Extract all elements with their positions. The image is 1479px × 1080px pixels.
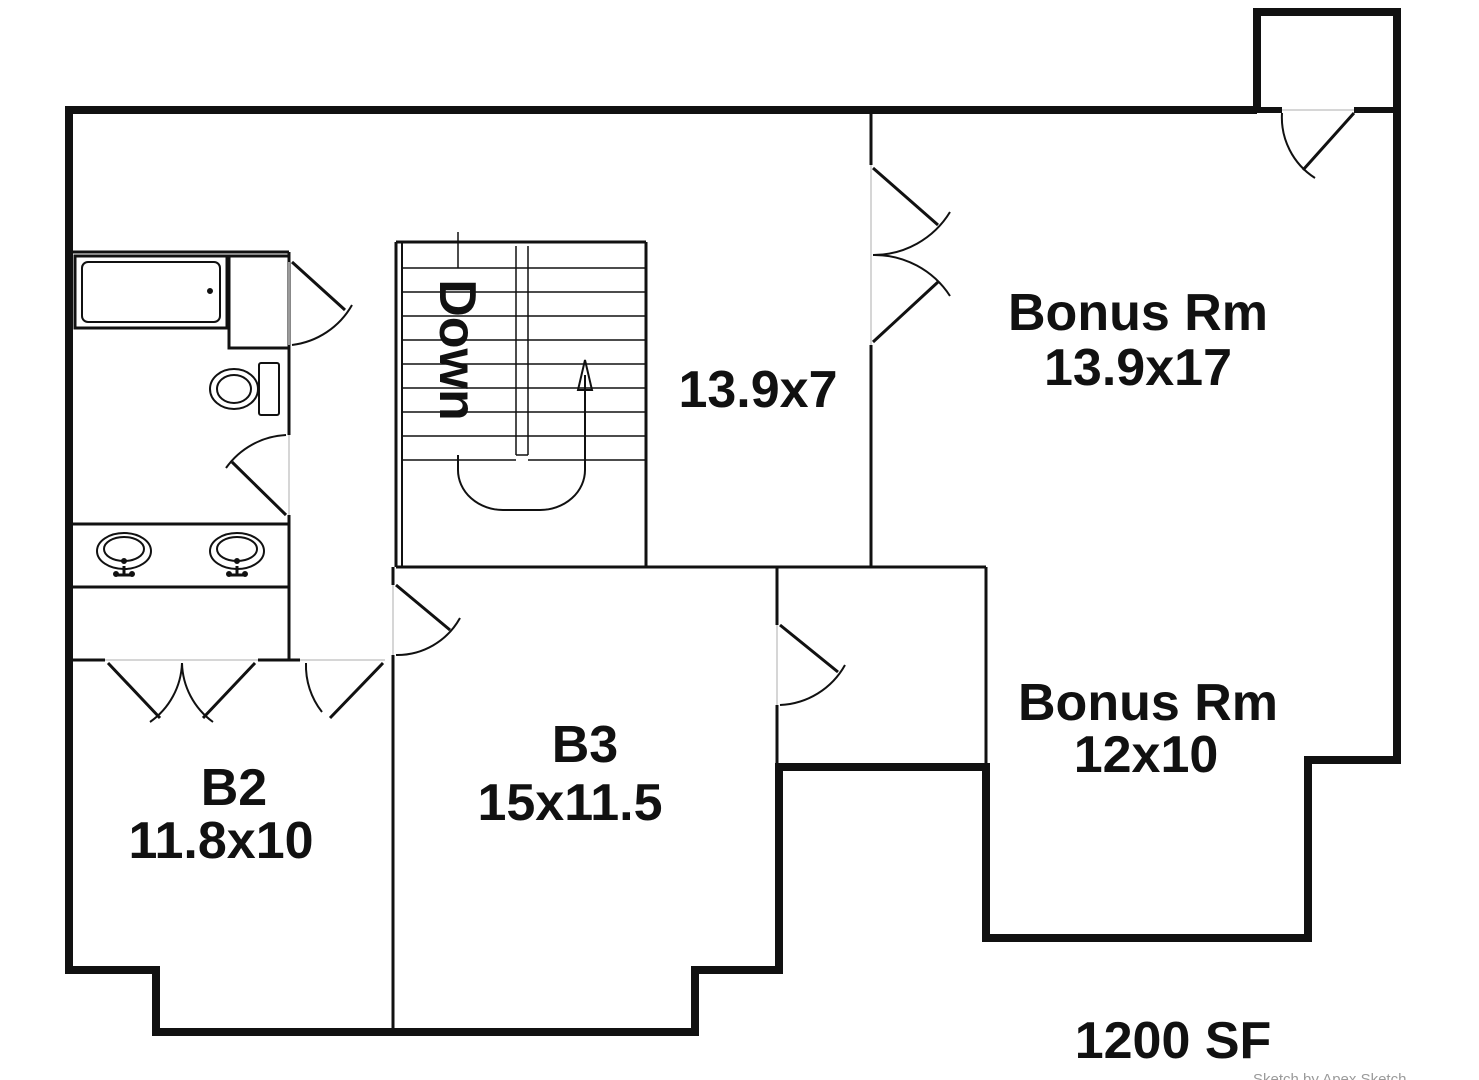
staircase (402, 232, 646, 511)
bonus-room-2-size: 12x10 (1074, 726, 1219, 784)
door-b3 (395, 583, 461, 657)
door-b3-closet (779, 623, 846, 706)
arrow-head-icon (576, 359, 594, 391)
door-closet-top-right (1280, 111, 1356, 179)
door-b2 (304, 661, 385, 720)
hall-size: 13.9x7 (678, 361, 837, 419)
exterior-wall (65, 8, 1401, 1036)
b2-size: 11.8x10 (128, 812, 313, 870)
bonus-room-2-name: Bonus Rm (1018, 674, 1278, 732)
bonus-room-1-name: Bonus Rm (1008, 284, 1268, 342)
b3-name: B3 (552, 716, 618, 774)
sink-icon-right (209, 532, 265, 577)
bathtub-icon (73, 254, 229, 330)
double-door-b2-closet (106, 661, 257, 723)
sink-icon-left (96, 532, 152, 577)
interior-walls (73, 107, 1397, 1032)
door-bath-upper (290, 260, 353, 346)
toilet-icon (209, 362, 280, 416)
stair-treads (402, 232, 646, 461)
exterior-walls (65, 8, 1401, 1036)
double-door-bonus-room (871, 166, 951, 344)
bonus-room-1-size: 13.9x17 (1044, 339, 1232, 397)
door-bath-lower (225, 434, 288, 517)
stair-direction-arrow (457, 375, 586, 511)
sketch-credit: Sketch by Apex Sketch (1253, 1071, 1406, 1080)
bathroom-fixtures (73, 254, 280, 577)
total-area: 1200 SF (1075, 1012, 1272, 1070)
door-jambs (105, 109, 1354, 705)
door-swings (106, 111, 1356, 723)
b3-size: 15x11.5 (477, 774, 662, 832)
stair-label: Down (428, 279, 486, 421)
b2-name: B2 (201, 759, 267, 817)
